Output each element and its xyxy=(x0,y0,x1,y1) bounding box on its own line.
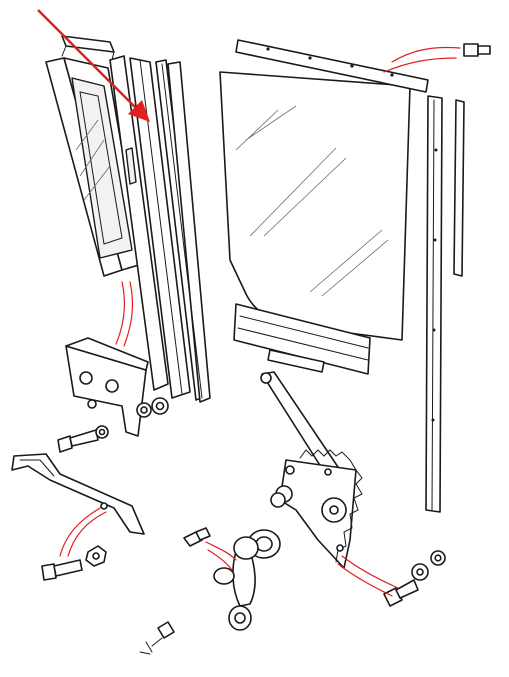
leader-line xyxy=(59,507,101,557)
glass-top-channel xyxy=(235,39,429,93)
handle-screw xyxy=(41,559,83,581)
hinge-bracket xyxy=(65,337,149,437)
crank-knob-cap xyxy=(213,567,235,585)
leader-lines xyxy=(59,46,461,597)
leader-line xyxy=(391,46,461,63)
rear-run-channel xyxy=(425,95,443,513)
leader-line xyxy=(123,281,134,347)
window-regulator xyxy=(260,371,363,569)
crank-screw xyxy=(183,527,211,547)
leader-line xyxy=(337,563,393,597)
leader-line xyxy=(115,281,126,345)
leader-line xyxy=(207,549,233,571)
pointer-arrow xyxy=(37,9,150,122)
leader-line xyxy=(205,541,237,561)
vent-window-assembly xyxy=(45,57,143,277)
bracket-nut-washer xyxy=(136,397,169,418)
leader-line xyxy=(383,57,457,73)
leader-line xyxy=(67,511,107,557)
glass-bottom-channel xyxy=(233,303,371,375)
vent-top-cap xyxy=(61,35,115,53)
channel-screw xyxy=(463,43,491,57)
regulator-spindle xyxy=(270,485,293,508)
door-handle xyxy=(11,453,145,535)
division-channels xyxy=(109,55,211,403)
door-glass xyxy=(219,71,411,341)
regulator-bolt xyxy=(383,579,419,607)
handle-retaining-clip xyxy=(139,621,175,655)
regulator-washers xyxy=(411,550,446,581)
window-crank-handle xyxy=(228,536,259,631)
weatherstrip xyxy=(453,99,465,277)
bracket-bolt xyxy=(57,425,109,453)
leader-line xyxy=(341,555,399,589)
handle-nut xyxy=(85,545,107,567)
